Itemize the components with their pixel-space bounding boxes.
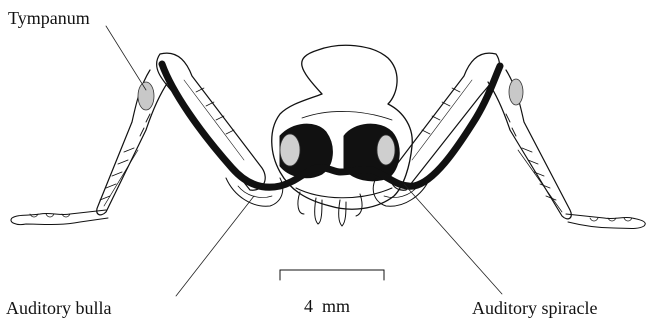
- right-tympanum: [509, 79, 523, 105]
- auditory-spiracle-label: Auditory spiracle: [472, 298, 597, 318]
- right-eye-tympanum: [377, 135, 395, 165]
- auditory-trachea: [162, 64, 500, 187]
- left-tympanum: [138, 82, 154, 110]
- scale-bar: [280, 270, 384, 280]
- auditory-bulla-label: Auditory bulla: [6, 298, 112, 318]
- auditory-bulla-pointer: [176, 196, 254, 296]
- scale-bar-label: 4 mm: [304, 296, 350, 316]
- left-eye-tympanum: [280, 134, 300, 166]
- right-foreleg: [373, 53, 645, 228]
- tympanum-pointer: [106, 26, 146, 90]
- auditory-spiracle-pointer: [404, 184, 502, 294]
- left-foreleg: [11, 53, 283, 224]
- tympanum-label: Tympanum: [8, 8, 90, 28]
